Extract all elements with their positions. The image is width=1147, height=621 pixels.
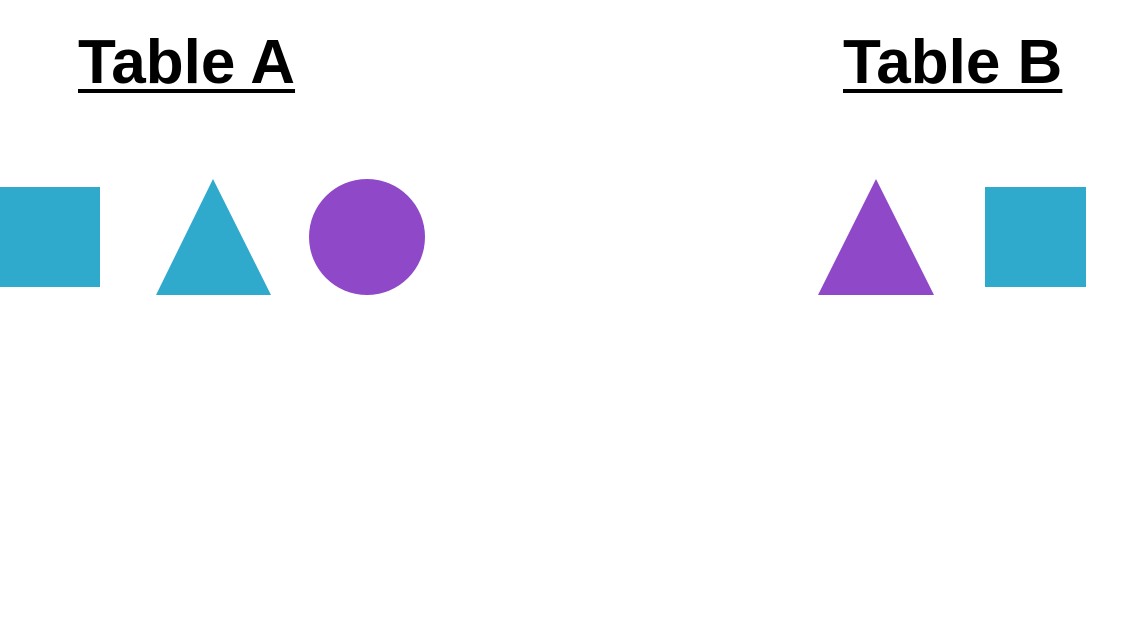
table-b-square-shape [985, 187, 1086, 287]
table-a-title: Table A [78, 28, 296, 97]
table-b-title: Table B [843, 28, 1063, 97]
table-b-triangle-shape [818, 179, 934, 295]
table-a-square-shape [0, 187, 100, 287]
table-a-triangle-shape [156, 179, 271, 295]
table-a-circle-shape [309, 179, 425, 295]
